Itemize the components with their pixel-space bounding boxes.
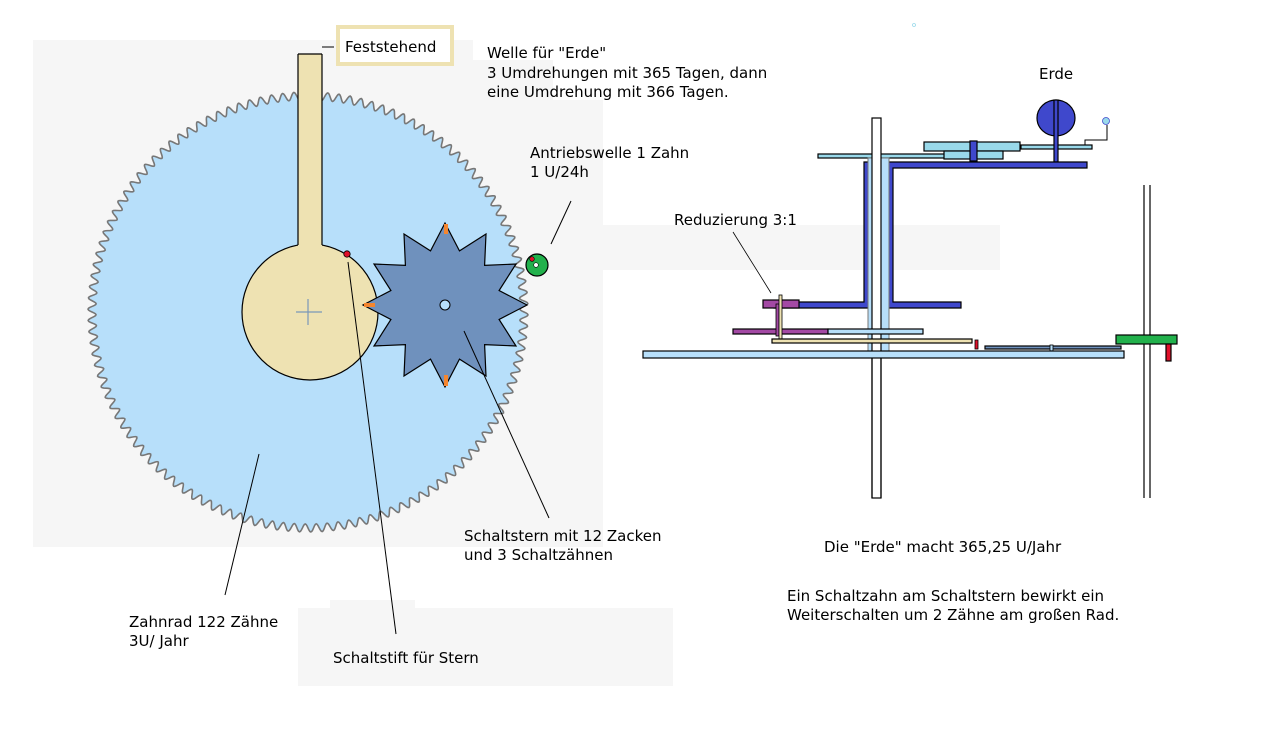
note-line1: Ein Schaltzahn am Schaltstern bewirkt ei… [787,587,1104,605]
earth-axle [1053,99,1059,163]
reduction-leader [732,231,772,294]
drive-shaft-wheel [525,253,549,277]
fixed-label-box: Feststehend [322,25,454,66]
side-view-mechanism [642,23,1178,499]
shaft-description-line3: eine Umdrehung mit 366 Tagen. [487,83,729,101]
moon-ball [1102,117,1110,125]
leader-lines-left [224,200,572,635]
star-label-line1: Schaltstern mit 12 Zacken [464,527,662,545]
fixed-part [241,53,379,381]
center-cross-icon [296,299,322,325]
shaft-title: Welle für "Erde" [487,44,606,62]
drive-tooth-side [1165,343,1172,362]
switch-tooth-top [444,224,448,234]
gear-label-line2: 3U/ Jahr [129,632,189,650]
central-fixed-shaft [871,117,882,499]
earth-gear-hub [969,140,978,162]
drive-wheel-side [1115,334,1178,345]
summary-label: Die "Erde" macht 365,25 U/Jahr [824,538,1062,556]
pin-side [974,339,979,350]
big-gear-side-upper [827,328,924,335]
switch-pin [343,250,351,258]
drive-tooth [529,256,535,262]
earth-label: Erde [1039,65,1073,83]
star-label-line2: und 3 Schaltzähnen [464,546,613,564]
gear-label-line1: Zahnrad 122 Zähne [129,613,278,631]
fixed-label: Feststehend [345,38,436,56]
drive-label-line2: 1 U/24h [530,163,589,181]
note-line2: Weiterschalten um 2 Zähne am großen Rad. [787,606,1119,624]
carrier-arm [773,161,1088,309]
pin-label: Schaltstift für Stern [333,649,479,667]
fixed-plate [771,338,973,344]
switch-tooth-left [364,303,375,307]
big-gear-side [642,350,1125,359]
switch-tooth-bottom [444,375,448,386]
drive-label-line1: Antriebswelle 1 Zahn [530,144,689,162]
reduction-label: Reduzierung 3:1 [674,211,797,229]
shaft-description-line2: 3 Umdrehungen mit 365 Tagen, dann [487,64,767,82]
star-axle-hole [439,299,451,311]
reduction-shaft [778,294,783,342]
switch-star [361,221,529,389]
